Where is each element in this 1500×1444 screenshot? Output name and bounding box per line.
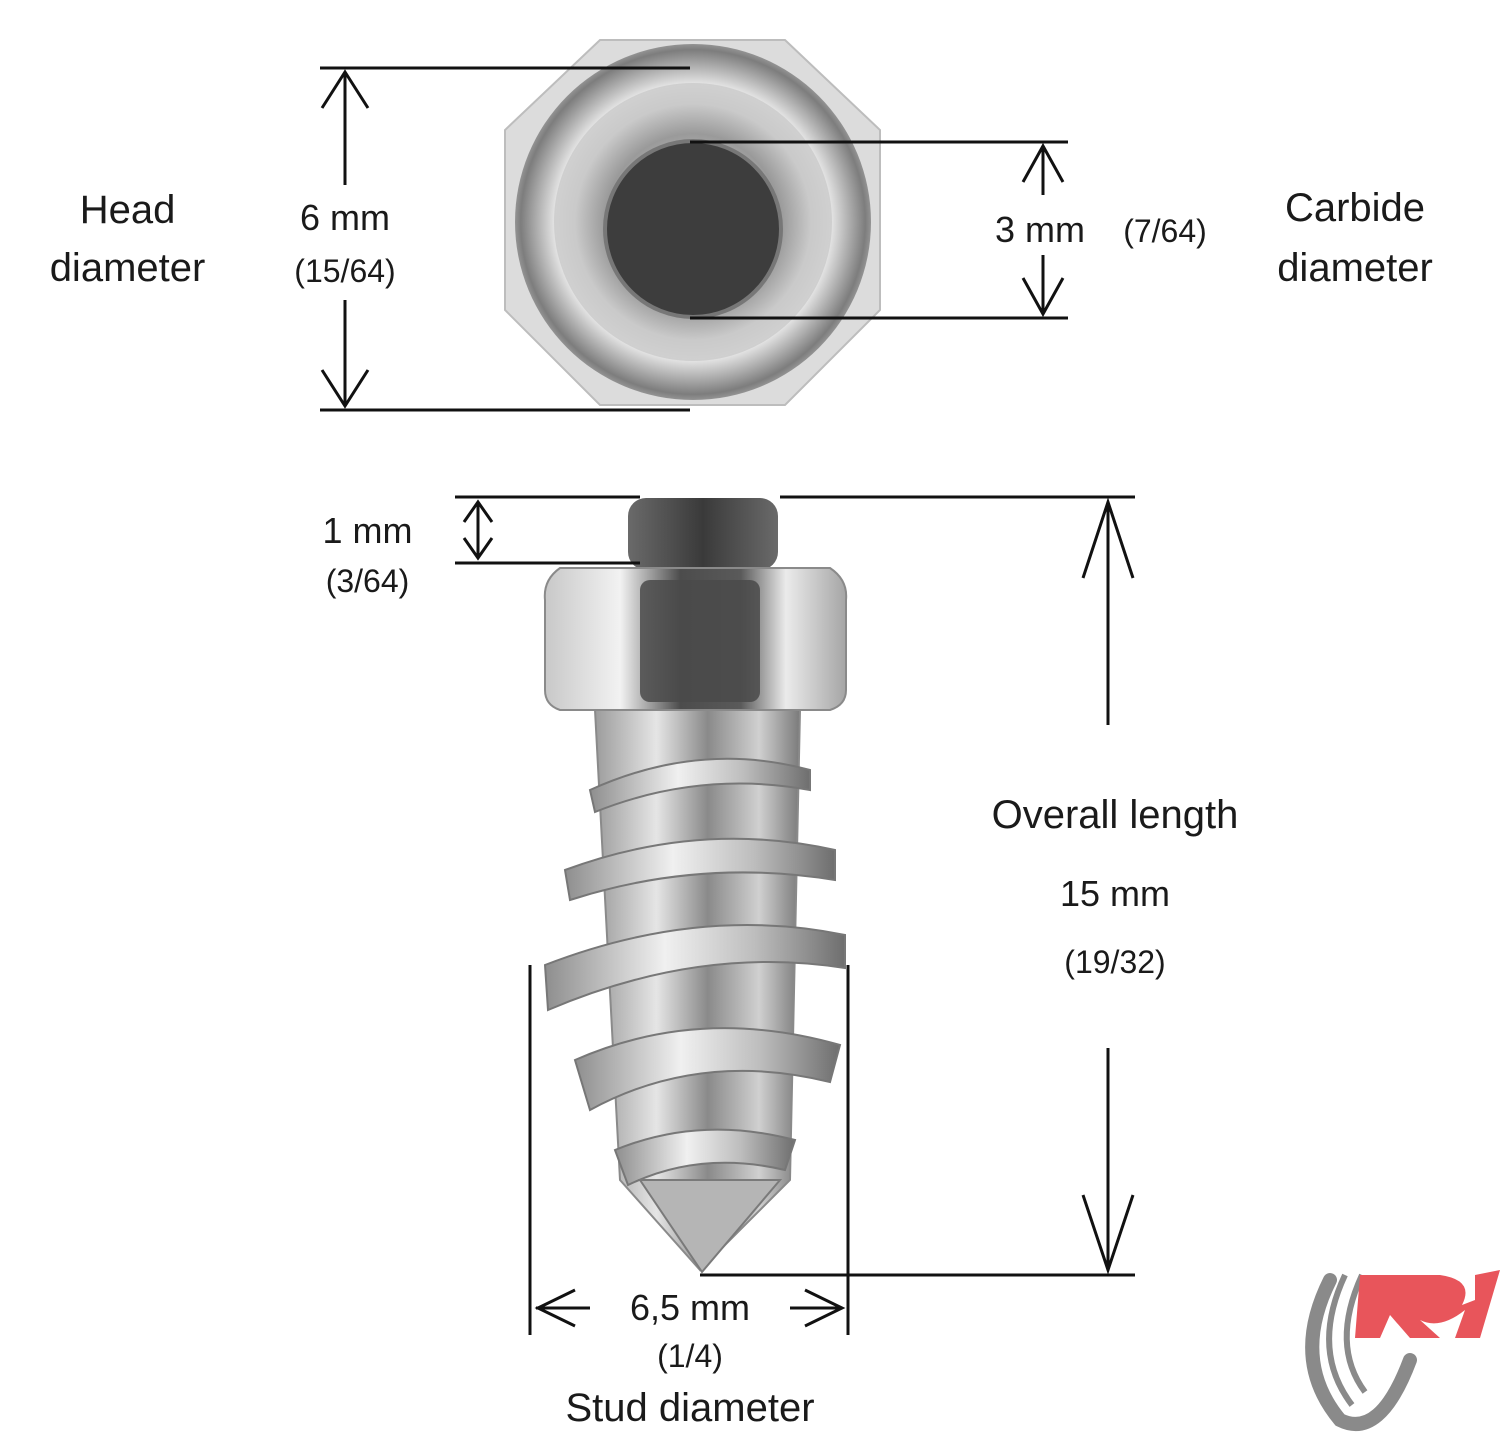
thread-2 bbox=[563, 837, 836, 902]
overall-length-fraction: (19/32) bbox=[1064, 944, 1166, 980]
head-diameter-value: 6 mm bbox=[300, 197, 390, 238]
carbide-diameter-value: 3 mm bbox=[995, 209, 1085, 250]
r1-logo bbox=[1305, 1270, 1500, 1431]
thread-1 bbox=[588, 757, 811, 814]
carbide-diameter-dimension bbox=[690, 140, 1068, 320]
tip-protrusion-dimension bbox=[455, 495, 640, 565]
stud-side-view bbox=[543, 498, 848, 1274]
head-ring bbox=[554, 83, 832, 361]
stud-point bbox=[638, 1179, 783, 1274]
tip-protrusion-value: 1 mm bbox=[322, 510, 413, 551]
thread-5 bbox=[613, 1128, 797, 1187]
logo-r-red bbox=[1355, 1270, 1500, 1338]
carbide-pin bbox=[628, 498, 778, 570]
carbide-diameter-fraction: (7/64) bbox=[1123, 213, 1207, 249]
overall-length-dimension bbox=[700, 495, 1135, 1277]
head-diameter-fraction: (15/64) bbox=[294, 253, 396, 289]
carbide-diameter-label-line1: Carbide bbox=[1284, 186, 1426, 230]
hex-flat-dark bbox=[640, 580, 760, 702]
carbide-diameter-label-line2: diameter bbox=[1277, 246, 1433, 290]
thread-3 bbox=[543, 924, 846, 1012]
overall-length-value: 15 mm bbox=[1059, 873, 1171, 914]
thread-4 bbox=[573, 1027, 842, 1112]
overall-length-title: Overall length bbox=[991, 793, 1239, 837]
head-diameter-label-line2: diameter bbox=[49, 246, 206, 290]
logo-swoosh-gray bbox=[1305, 1273, 1417, 1431]
stud-diameter-value: 6,5 mm bbox=[629, 1287, 751, 1328]
head-diameter-label-line1: Head bbox=[79, 188, 176, 232]
stud-diameter-title: Stud diameter bbox=[565, 1386, 815, 1430]
head-diameter-dimension bbox=[320, 66, 690, 412]
stud-head-top-view bbox=[504, 39, 881, 406]
tip-protrusion-fraction: (3/64) bbox=[325, 563, 410, 599]
stud-diameter-fraction: (1/4) bbox=[657, 1338, 723, 1374]
stud-diameter-dimension bbox=[528, 965, 850, 1335]
carbide-tip-face bbox=[603, 139, 783, 319]
